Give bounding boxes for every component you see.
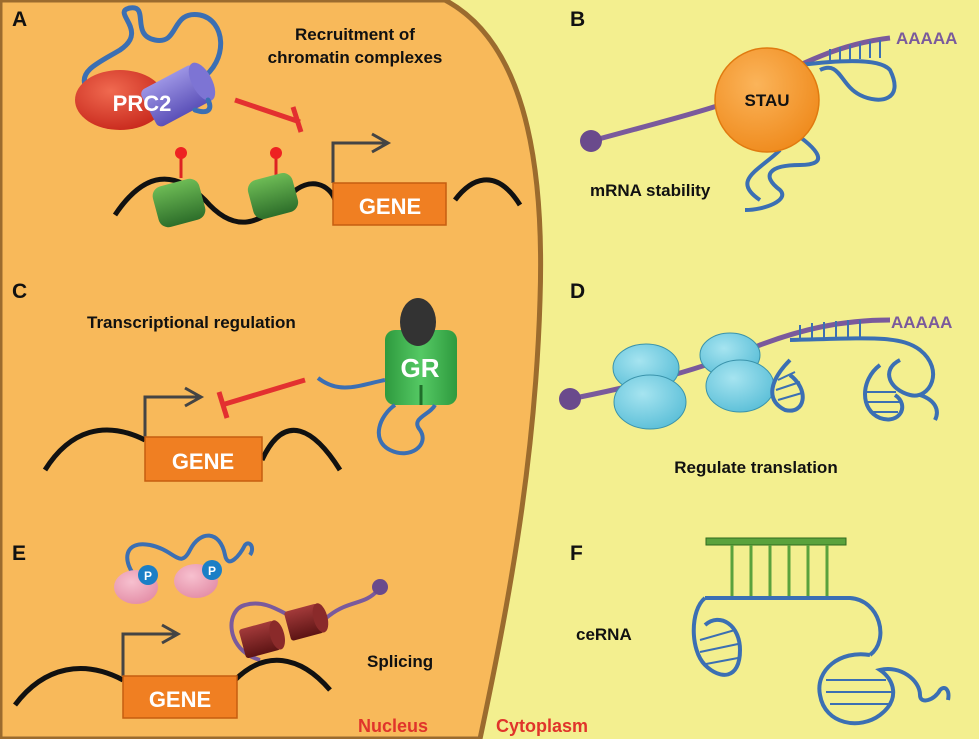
gene-label-a: GENE	[359, 194, 421, 219]
panel-e-letter: E	[12, 542, 26, 565]
polya-b: AAAAA	[896, 29, 957, 48]
gene-box-e	[122, 675, 238, 719]
panel-d: D AAAAA Regulate translation	[559, 280, 952, 477]
inhibit-bar-c	[216, 391, 230, 419]
panel-a-letter: A	[12, 8, 27, 31]
cerna-strand	[691, 596, 951, 726]
promoter-arrowhead-a	[371, 132, 392, 154]
pre-mrna-end-e	[372, 579, 388, 595]
hairpin-stripes-d1	[775, 371, 803, 401]
basepair-lines-f	[730, 545, 829, 598]
lncrna-tail-b	[744, 128, 821, 212]
panel-e-caption: Splicing	[367, 652, 433, 671]
inhibit-arrow-c	[224, 377, 306, 407]
gene-box-a	[332, 182, 447, 226]
panel-c-caption: Transcriptional regulation	[87, 313, 296, 332]
inhibit-bar-a	[290, 106, 304, 133]
panel-b: B AAAAA STAU mRNA stability	[570, 8, 957, 212]
phospho-badge-2	[202, 560, 222, 580]
dna-strand-c	[42, 427, 343, 472]
stau-protein	[714, 47, 820, 153]
prc2-label: PRC2	[113, 91, 172, 116]
promoter-arrowhead-c	[184, 386, 205, 408]
panel-c-letter: C	[12, 280, 27, 303]
cytoplasm-label: Cytoplasm	[496, 716, 588, 736]
panel-c: C Transcriptional regulation GR GENE	[12, 280, 457, 482]
dna-strand-e	[13, 657, 332, 707]
phospho-label-1: P	[144, 569, 152, 583]
histone-1	[152, 147, 206, 228]
panel-d-letter: D	[570, 280, 585, 303]
lncrna-strand-a	[81, 5, 224, 88]
prc2-complex	[75, 70, 165, 130]
lncrna-strand-e	[125, 533, 255, 582]
phospho-label-2: P	[208, 564, 216, 578]
panel-d-caption: Regulate translation	[674, 458, 837, 477]
stau-label: STAU	[744, 91, 789, 110]
panel-b-caption: mRNA stability	[590, 181, 711, 200]
ribosome-1	[612, 343, 687, 430]
promoter-arrow-a	[331, 141, 385, 183]
gene-box-c	[144, 436, 263, 482]
gr-label: GR	[401, 353, 440, 383]
lncrna-hairpin-b	[799, 59, 897, 102]
promoter-arrow-c	[143, 395, 198, 437]
panel-a: A Recruitment of chromatin complexes PRC…	[12, 5, 523, 228]
basepair-lines-d	[799, 320, 861, 340]
polya-d: AAAAA	[891, 313, 952, 332]
splice-cylinder-1	[239, 620, 285, 659]
hairpin-stripes-f2	[826, 679, 892, 705]
mrna-cap-d	[559, 388, 581, 410]
nucleus-label: Nucleus	[358, 716, 428, 736]
basepair-lines-b	[829, 40, 881, 63]
histone-2	[247, 147, 299, 220]
ribosome-2	[699, 332, 775, 413]
hairpin-stripes-f1	[699, 629, 739, 665]
panel-a-caption-line2: chromatin complexes	[268, 48, 443, 67]
panel-f-caption: ceRNA	[576, 625, 632, 644]
gene-label-c: GENE	[172, 449, 234, 474]
panel-b-letter: B	[570, 8, 585, 31]
purple-cylinder-a	[141, 62, 216, 127]
promoter-arrowhead-e	[161, 623, 182, 645]
lncrna-loop-d2	[863, 363, 905, 422]
mrna-cap-b	[580, 130, 602, 152]
panel-f-letter: F	[570, 542, 583, 565]
gr-receptor	[385, 330, 457, 405]
pre-mrna-strand-e	[229, 588, 380, 662]
splice-cylinder-2	[284, 603, 329, 641]
dna-strand-a	[112, 176, 523, 225]
hairpin-stripes-d2	[866, 391, 900, 413]
panel-a-caption-line1: Recruitment of	[295, 25, 415, 44]
lncrna-strand-d	[770, 336, 939, 421]
mirna-strand	[705, 537, 847, 546]
promoter-arrow-e	[121, 632, 175, 676]
phospho-badge-1	[138, 565, 158, 585]
inhibit-arrow-a	[234, 97, 301, 125]
lncrna-strand-a2	[192, 97, 213, 115]
gr-ligand	[400, 298, 436, 346]
panel-e: E P P GENE Splicing	[12, 533, 433, 719]
lncrna-strand-c	[316, 376, 437, 456]
panel-f: F ceRNA	[570, 537, 951, 726]
gene-label-e: GENE	[149, 687, 211, 712]
